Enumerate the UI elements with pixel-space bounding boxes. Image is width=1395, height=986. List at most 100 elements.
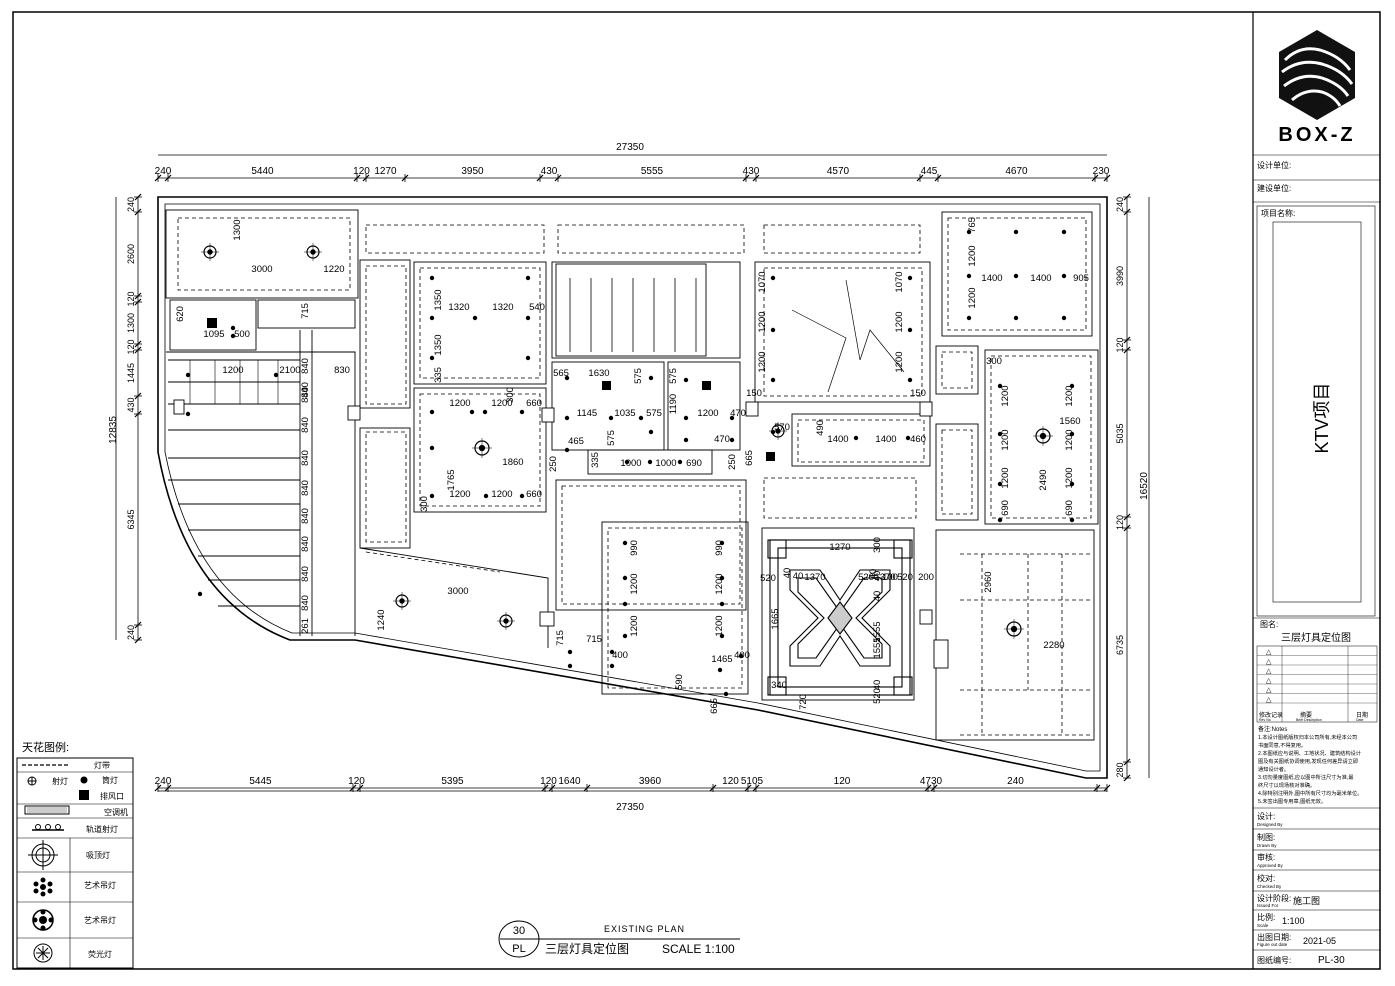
dimension-label: 660: [526, 398, 542, 409]
dimension-label: 520: [760, 573, 776, 584]
dimension-label: 905: [1073, 273, 1089, 284]
dimension-label: 1630: [588, 368, 609, 379]
staircase: [569, 278, 697, 352]
dimension-label: 1640: [558, 776, 581, 787]
stage-label: 设计阶段:: [1257, 893, 1291, 903]
legend-ceiling: 吸顶灯: [86, 850, 110, 860]
dimension-label: 1665: [770, 608, 781, 629]
number-label: 图纸编号:: [1257, 955, 1291, 965]
note-line: 书面同意,不得复用。: [1258, 741, 1306, 749]
note-line: 终尺寸以现场核对准确。: [1258, 781, 1315, 789]
dimension-label: 240: [155, 776, 172, 787]
total-width-top: 27350: [616, 142, 644, 153]
dimension-label: 300: [872, 537, 883, 553]
dimension-label: 1200: [449, 398, 470, 409]
pendant-lamp-icon: [1033, 426, 1053, 446]
project-name: KTV项目: [1312, 382, 1332, 453]
dimension-label: 5445: [249, 776, 272, 787]
dimension-label: 520: [897, 572, 913, 583]
dimension-label: 400: [734, 650, 750, 661]
dimension-label: 250: [727, 454, 738, 470]
dimension-label: 1200: [491, 398, 512, 409]
building-outline: [157, 196, 1108, 779]
dimension-label: 575: [668, 368, 679, 384]
downlight-icon: [80, 776, 88, 784]
dimension-label: 1860: [502, 457, 523, 468]
revision-mark: △: [1266, 697, 1272, 704]
dimension-label: 261: [300, 618, 311, 634]
revision-mark: △: [1266, 668, 1272, 675]
dimension-label: 6735: [1115, 635, 1125, 655]
ceiling-lamp-icon: [393, 592, 411, 610]
dimension-label: 120: [353, 166, 370, 177]
dimension-label: 5440: [251, 166, 274, 177]
dimension-label: 565: [553, 368, 569, 379]
stage-label-en: Issued For: [1257, 903, 1279, 908]
dimension-label: 1370: [804, 572, 825, 583]
stage-value: 施工图: [1293, 895, 1320, 906]
legend-pendant2: 艺术吊灯: [84, 915, 116, 925]
dimension-label: 715: [586, 634, 602, 645]
dimension-label: 1400: [1030, 273, 1051, 284]
dimension-label: 120: [348, 776, 365, 787]
dimension-label: 120: [722, 776, 739, 787]
feature-ceiling-pattern: [767, 539, 913, 696]
dimension-label: 400: [612, 650, 628, 661]
dimension-label: 720: [798, 694, 809, 710]
legend-spot: 射灯: [52, 776, 68, 786]
dimension-label: 5555: [641, 166, 664, 177]
designed-label-en: Designed By: [1257, 822, 1283, 827]
legend-track: 轨道射灯: [86, 824, 118, 834]
drawing-name: 三层灯具定位图: [1281, 631, 1351, 644]
dimension-label: 1200: [697, 408, 718, 419]
dimension-label: 40: [868, 569, 879, 580]
legend-light-strip: 灯带: [94, 760, 110, 770]
dimension-label: 5105: [741, 776, 764, 787]
dimension-label: 540: [529, 302, 545, 313]
dimension-label: 1200: [491, 489, 512, 500]
dimension-label: 1200: [894, 311, 905, 332]
dimension-label: 2100: [279, 365, 300, 376]
dimension-label: 1200: [1000, 385, 1011, 406]
dimension-label: 120: [540, 776, 557, 787]
approved-label: 审核:: [1257, 852, 1275, 862]
dimension-label: 40: [872, 571, 883, 582]
dimension-label: 1200: [714, 573, 725, 594]
approved-label-en: Approved By: [1257, 863, 1284, 868]
dimension-label: 5035: [1115, 423, 1125, 443]
dimension-label: 1070: [894, 271, 905, 292]
dimension-label: 1555: [872, 637, 883, 658]
rev-header-date: 日期: [1356, 711, 1368, 719]
dimension-label: 6345: [126, 509, 136, 529]
dimension-label: 1555: [872, 621, 883, 642]
revision-mark: △: [1266, 678, 1272, 685]
dimension-label: 1765: [446, 469, 457, 490]
dimension-label: 690: [686, 458, 702, 469]
dimension-label: 335: [433, 367, 444, 383]
dimension-label: 240: [126, 197, 136, 212]
dimension-label: 1220: [323, 264, 344, 275]
dimension-label: 840: [300, 387, 311, 403]
dimension-label: 2490: [1038, 469, 1049, 490]
revision-mark: △: [1266, 659, 1272, 666]
note-line: 图及有关图纸协调使用,发现任何差异请立即: [1258, 757, 1358, 765]
dimension-label: 1270: [374, 166, 397, 177]
dimension-label: 840: [300, 595, 311, 611]
pendant-lamp-fixtures: [201, 243, 1053, 639]
downlight-fixtures: [185, 229, 1075, 697]
exhaust-vents: [207, 318, 775, 461]
dimension-label: 1200: [1000, 467, 1011, 488]
dimension-label: 990: [714, 540, 725, 556]
dimension-label: 2280: [1043, 640, 1064, 651]
ceiling-light-icon: [28, 840, 58, 870]
dimension-label: 120: [126, 291, 136, 306]
dimension-label: 520: [858, 572, 874, 583]
dimension-label: 1560: [1059, 416, 1080, 427]
dimension-label: 280: [1115, 762, 1125, 777]
dimension-label: 4570: [827, 166, 850, 177]
structural-columns: [173, 399, 949, 669]
legend-pendant1: 艺术吊灯: [84, 880, 116, 890]
